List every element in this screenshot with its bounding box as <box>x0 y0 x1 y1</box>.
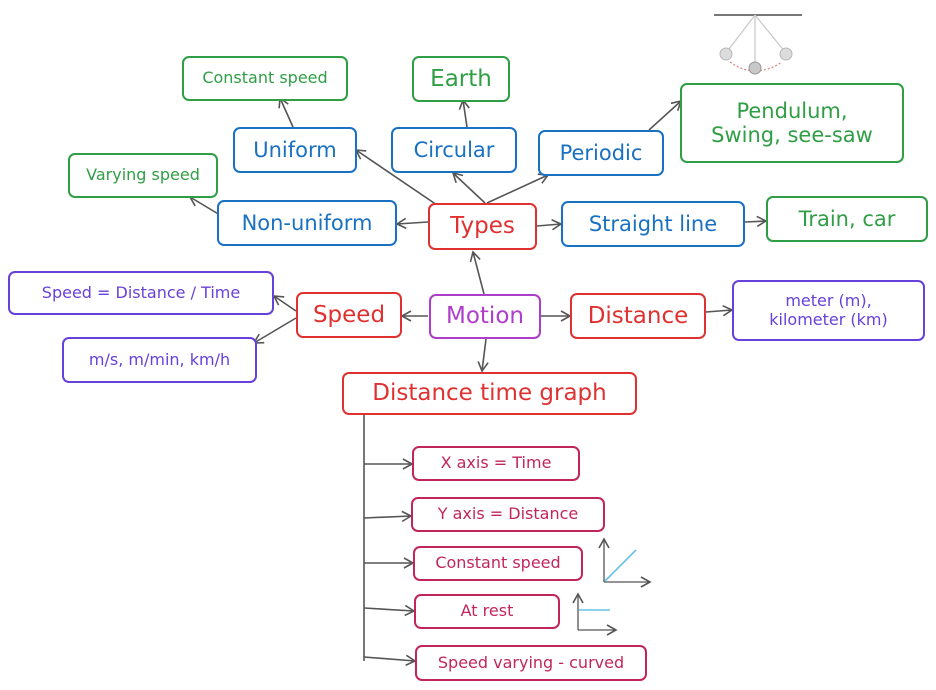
node-speed-units: m/s, m/min, km/h <box>62 337 257 383</box>
node-circular: Circular <box>391 127 517 173</box>
arrow-types-nonuniform <box>395 217 429 230</box>
arrow-graph-varying <box>363 654 417 667</box>
arrow-motion-types <box>469 250 485 295</box>
arrow-types-periodic <box>486 173 550 204</box>
node-x-axis: X axis = Time <box>412 446 580 481</box>
flat-line-graph-icon <box>572 592 618 636</box>
arrow-graph-rest <box>363 604 416 617</box>
rising-line-graph-icon <box>598 537 652 588</box>
node-varying-speed: Varying speed <box>68 153 218 198</box>
distance-units-line1: meter (m), <box>785 291 872 311</box>
node-types: Types <box>428 203 537 250</box>
node-y-axis: Y axis = Distance <box>411 497 605 532</box>
node-periodic: Periodic <box>538 130 664 176</box>
node-speed-formula: Speed = Distance / Time <box>8 271 274 315</box>
node-pendulum: Pendulum, Swing, see-saw <box>680 83 904 163</box>
arrow-types-uniform <box>354 149 438 206</box>
node-distance-units: meter (m), kilometer (km) <box>732 280 925 341</box>
arrow-graph-yaxis <box>363 510 413 523</box>
arrow-straightline-train <box>744 215 768 228</box>
node-constant-speed: Constant speed <box>182 56 348 101</box>
distance-units-line2: kilometer (km) <box>769 309 888 329</box>
arrow-uniform-constant <box>278 96 294 128</box>
node-distance: Distance <box>570 293 706 339</box>
pendulum-label-line2: Swing, see-saw <box>711 123 873 147</box>
node-graph-constant-speed: Constant speed <box>413 546 583 581</box>
node-train-car: Train, car <box>766 196 928 242</box>
node-earth: Earth <box>412 56 510 102</box>
arrow-speed-formula <box>272 295 297 312</box>
node-motion: Motion <box>429 294 541 339</box>
node-straight-line: Straight line <box>561 201 745 247</box>
arrow-types-circular <box>451 171 486 204</box>
arrow-speed-units <box>252 317 297 344</box>
node-at-rest: At rest <box>414 594 560 629</box>
node-uniform: Uniform <box>233 127 357 173</box>
arrow-periodic-pendulum <box>648 99 683 131</box>
arrow-distance-units <box>705 304 734 317</box>
pendulum-label-line1: Pendulum, <box>736 98 848 123</box>
node-speed: Speed <box>296 292 402 338</box>
node-non-uniform: Non-uniform <box>217 200 397 246</box>
arrow-motion-graph <box>477 338 489 373</box>
connector-arrows <box>188 96 768 667</box>
pendulum-icon <box>714 14 802 75</box>
node-distance-time-graph: Distance time graph <box>342 372 637 415</box>
node-speed-varying: Speed varying - curved <box>415 645 647 681</box>
arrow-circular-earth <box>458 98 470 128</box>
arrow-types-straightline <box>536 219 563 231</box>
